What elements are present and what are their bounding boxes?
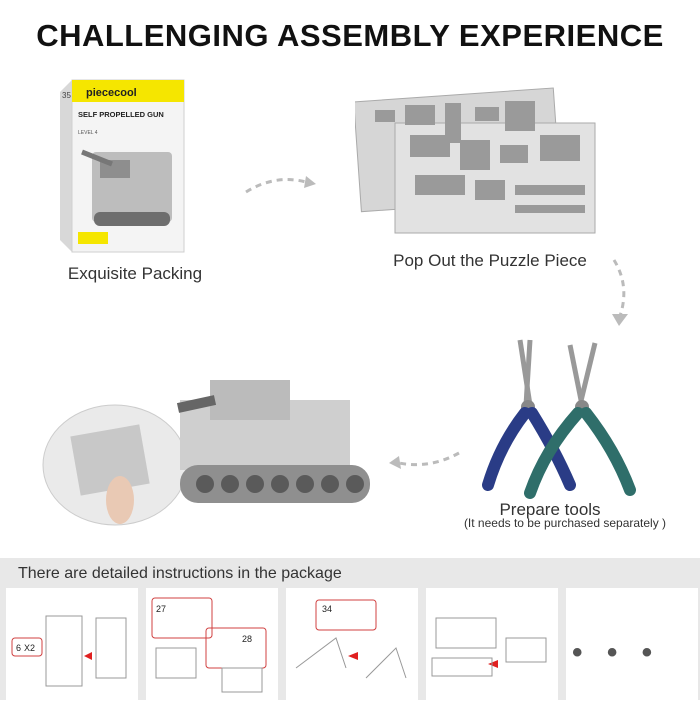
assembled-model-image: [42, 380, 370, 526]
instruction-panel-2: 27 28: [146, 588, 278, 700]
instruction-panel-3: 34: [286, 588, 418, 700]
more-dots: • • •: [572, 636, 661, 669]
sheets-caption: Pop Out the Puzzle Piece: [393, 251, 587, 270]
page-title: CHALLENGING ASSEMBLY EXPERIENCE: [36, 18, 664, 53]
instructions-caption: There are detailed instructions in the p…: [18, 565, 342, 582]
dashed-arrow-down-icon: [612, 259, 628, 326]
box-product-name: SELF PROPELLED GUN: [78, 110, 164, 119]
instruction-panel-1: 6 X2: [6, 588, 138, 700]
pliers-image: [482, 339, 636, 499]
product-box-image: piececool 35 SELF PROPELLED GUN LEVEL 4: [60, 79, 185, 253]
packing-caption: Exquisite Packing: [67, 264, 203, 283]
tools-caption: Prepare tools: [499, 500, 601, 519]
instruction-panel-more: [566, 588, 698, 700]
step-label-3: 27: [156, 604, 166, 614]
tools-note: (It needs to be purchased separately ): [463, 516, 667, 530]
dashed-arrow-right-icon: [245, 176, 316, 194]
step-label-4: 28: [242, 634, 252, 644]
instruction-panel-4: [426, 588, 558, 700]
step-label-2: X2: [24, 643, 35, 653]
step-label-1: 6: [16, 643, 21, 653]
box-number: 35: [62, 91, 71, 100]
dashed-arrow-left-icon: [389, 451, 460, 469]
metal-sheets-image: [355, 87, 596, 234]
box-level: LEVEL 4: [78, 130, 98, 136]
box-brand: piececool: [86, 87, 137, 99]
step-label-5: 34: [322, 604, 332, 614]
